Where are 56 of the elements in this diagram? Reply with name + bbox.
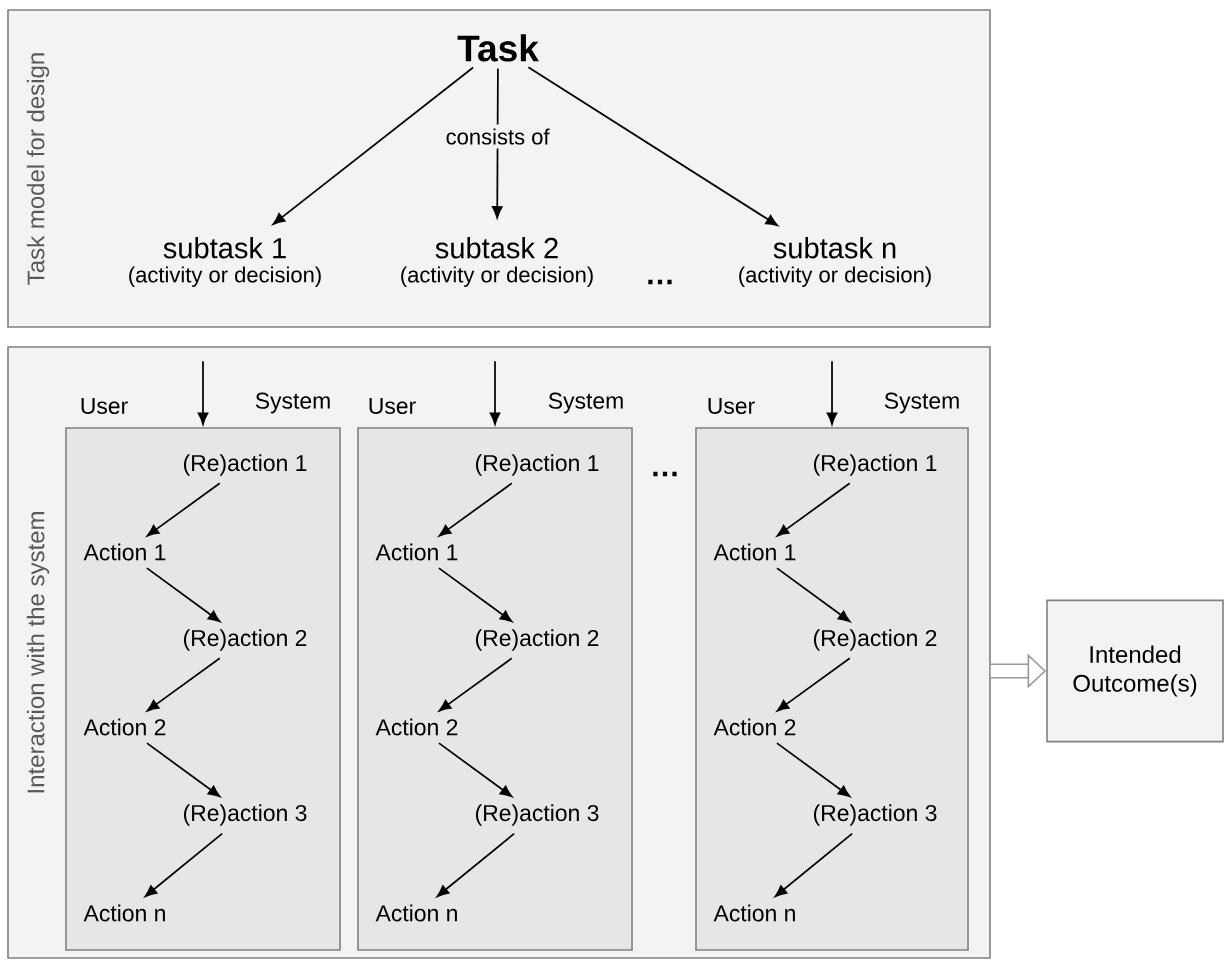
action-label: Action n: [83, 904, 165, 922]
column-box: [695, 427, 969, 951]
arrow: [146, 482, 221, 537]
task-title: Task: [457, 34, 539, 62]
action-label: Action 2: [713, 718, 796, 736]
edge-label: consists of: [441, 124, 554, 149]
arrow: [146, 657, 221, 712]
action-label: Action n: [713, 904, 795, 922]
column-box: [65, 427, 341, 951]
action-label: Action 1: [713, 543, 796, 561]
action-label: (Re)action 3: [813, 804, 937, 826]
arrow: [438, 742, 513, 798]
action-label: (Re)action 1: [813, 454, 937, 476]
action-label: (Re)action 3: [183, 804, 307, 826]
lane-label: System: [884, 392, 959, 414]
lane-label: System: [548, 392, 623, 414]
arrow: [438, 657, 513, 712]
action-label: (Re)action 2: [183, 629, 307, 651]
action-label: Action 1: [83, 543, 166, 561]
arrow: [776, 482, 851, 537]
arrow: [776, 657, 851, 712]
column-box: [357, 427, 633, 951]
arrow: [272, 66, 474, 225]
action-label: (Re)action 3: [475, 804, 599, 826]
lane-label: User: [708, 398, 755, 414]
arrow: [438, 482, 513, 537]
arrow: [489, 360, 501, 425]
arrow: [436, 832, 515, 898]
ellipsis: …: [648, 279, 672, 285]
arrow: [146, 567, 221, 623]
arrow: [491, 67, 503, 219]
ellipsis: …: [653, 471, 677, 477]
lane-label: User: [81, 398, 128, 414]
arrow: [826, 360, 838, 425]
action-label: (Re)action 1: [475, 454, 599, 476]
action-label: Action 1: [375, 543, 458, 561]
action-label: (Re)action 2: [813, 629, 937, 651]
action-label: Action 2: [375, 718, 458, 736]
arrow: [438, 567, 513, 623]
outcome-box: Intended Outcome(s): [1046, 599, 1224, 743]
action-label: (Re)action 2: [475, 629, 599, 651]
action-label: (Re)action 1: [183, 454, 307, 476]
subtask-label: subtask 2 (activity or decision): [401, 237, 593, 287]
arrow: [774, 832, 853, 898]
lane-label: User: [369, 398, 416, 414]
action-label: Action 2: [83, 718, 166, 736]
subtask-label: subtask n (activity or decision): [739, 237, 931, 287]
arrow: [197, 360, 209, 425]
lane-label: System: [255, 392, 330, 414]
arrow: [527, 66, 778, 227]
arrow: [776, 742, 851, 798]
subtask-label: subtask 1 (activity or decision): [129, 237, 321, 287]
arrow: [144, 832, 223, 898]
action-label: Action n: [375, 904, 457, 922]
arrow: [146, 742, 221, 798]
arrow: [776, 567, 851, 623]
